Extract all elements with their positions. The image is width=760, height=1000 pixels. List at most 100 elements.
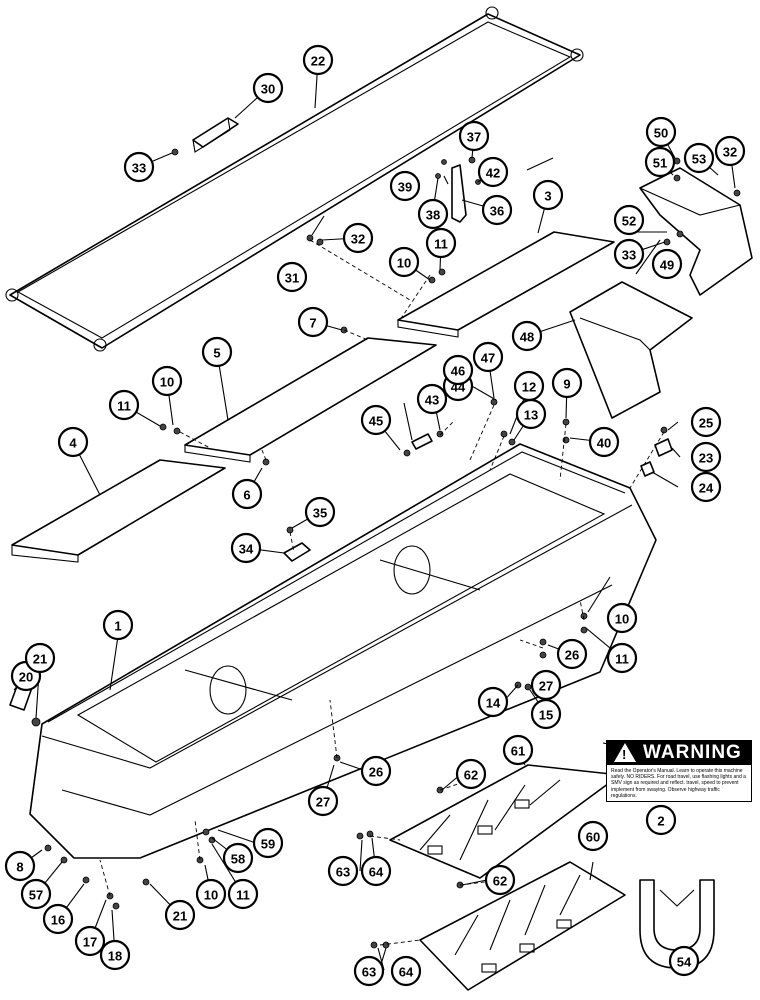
- tray-60-slot: [519, 943, 535, 953]
- tray-61-slot: [514, 799, 530, 809]
- callout-number: 24: [699, 481, 714, 496]
- callout-circle: [102, 609, 134, 641]
- callout-18: 18: [99, 939, 131, 971]
- callout-circle: [613, 204, 645, 236]
- callout-63: 63: [327, 855, 359, 887]
- callout-circle: [342, 222, 374, 254]
- callout-number: 11: [615, 652, 629, 667]
- callout-circle: [690, 441, 722, 473]
- hopper-top-edge: [47, 451, 626, 723]
- callout-number: 4: [69, 436, 77, 451]
- callout-62: 62: [455, 758, 487, 790]
- callout-number: 32: [723, 145, 737, 160]
- callout-40: 40: [588, 426, 620, 458]
- shield-49-fold: [639, 187, 741, 216]
- callout-32: 32: [714, 135, 746, 167]
- callout-circle: [511, 320, 543, 352]
- callout-circle: [99, 939, 131, 971]
- callout-circle: [556, 638, 588, 670]
- callout-circle: [201, 336, 233, 368]
- callout-47: 47: [472, 341, 504, 373]
- callout-circle: [442, 354, 474, 386]
- handle-30: [192, 117, 239, 148]
- callout-circle: [24, 642, 56, 674]
- tray-61: [389, 764, 621, 879]
- callout-circle: [477, 156, 509, 188]
- callout-16: 16: [42, 903, 74, 935]
- callout-circle: [502, 734, 534, 766]
- callout-51: 51: [644, 146, 676, 178]
- callout-6: 6: [231, 478, 263, 510]
- callout-number: 10: [160, 375, 174, 390]
- callout-number: 11: [434, 237, 448, 252]
- handle-30-side: [192, 117, 231, 153]
- callout-number: 2: [657, 814, 664, 829]
- callout-number: 53: [692, 152, 706, 167]
- callout-circle: [651, 248, 683, 280]
- callout-42: 42: [477, 156, 509, 188]
- callout-12: 12: [513, 370, 545, 402]
- callout-number: 45: [369, 414, 383, 429]
- assembly-line: [99, 239, 665, 946]
- callout-number: 12: [522, 380, 536, 395]
- callout-5: 5: [201, 336, 233, 368]
- callout-14: 14: [477, 686, 509, 718]
- callout-3: 3: [532, 179, 564, 211]
- callout-circle: [606, 642, 638, 674]
- panel-3-flange: [397, 320, 459, 338]
- panel-5: [184, 337, 437, 456]
- callout-circle: [276, 261, 308, 293]
- callout-26: 26: [360, 755, 392, 787]
- callout-number: 37: [467, 130, 481, 145]
- callout-61: 61: [502, 734, 534, 766]
- callout-number: 18: [108, 949, 122, 964]
- callout-number: 27: [539, 679, 553, 694]
- callout-number: 11: [236, 888, 250, 903]
- callout-number: 13: [524, 408, 538, 423]
- callout-circle: [230, 532, 262, 564]
- callout-1: 1: [102, 609, 134, 641]
- callout-circle: [458, 120, 490, 152]
- callout-circle: [195, 878, 227, 910]
- panel-3: [397, 231, 615, 331]
- callout-number: 26: [369, 765, 383, 780]
- hopper-divider: [184, 669, 293, 701]
- callout-circle: [388, 246, 420, 278]
- callout-circle: [57, 426, 89, 458]
- callout-27: 27: [530, 669, 562, 701]
- callout-38: 38: [417, 198, 449, 230]
- callout-circle: [481, 194, 513, 226]
- callout-number: 61: [511, 744, 525, 759]
- callout-number: 11: [117, 399, 131, 414]
- callout-number: 7: [309, 316, 316, 331]
- callout-circle: [389, 170, 421, 202]
- callout-number: 58: [231, 852, 245, 867]
- lid-corner: [485, 6, 499, 20]
- callout-31: 31: [276, 261, 308, 293]
- cover-48: [569, 281, 693, 419]
- callout-circle: [307, 785, 339, 817]
- callout-circle: [645, 804, 677, 836]
- callout-number: 6: [243, 488, 250, 503]
- callout-number: 52: [622, 214, 636, 229]
- callout-number: 21: [33, 652, 47, 667]
- callout-number: 5: [213, 346, 220, 361]
- callout-circle: [668, 945, 700, 977]
- callout-circle: [297, 306, 329, 338]
- callout-circle: [231, 478, 263, 510]
- callout-48: 48: [511, 320, 543, 352]
- callout-number: 10: [615, 612, 629, 627]
- callout-number: 34: [239, 542, 254, 557]
- hopper-body-1: [29, 443, 657, 859]
- callout-circle: [20, 878, 52, 910]
- callout-circle: [416, 383, 448, 415]
- callout-9: 9: [551, 367, 583, 399]
- callout-15: 15: [530, 698, 562, 730]
- callout-21: 21: [24, 642, 56, 674]
- panel-5-flange: [184, 445, 251, 463]
- callout-62: 62: [484, 864, 516, 896]
- callout-53: 53: [683, 142, 715, 174]
- callout-33: 33: [613, 238, 645, 270]
- callout-number: 38: [426, 208, 440, 223]
- callout-35: 35: [304, 496, 336, 528]
